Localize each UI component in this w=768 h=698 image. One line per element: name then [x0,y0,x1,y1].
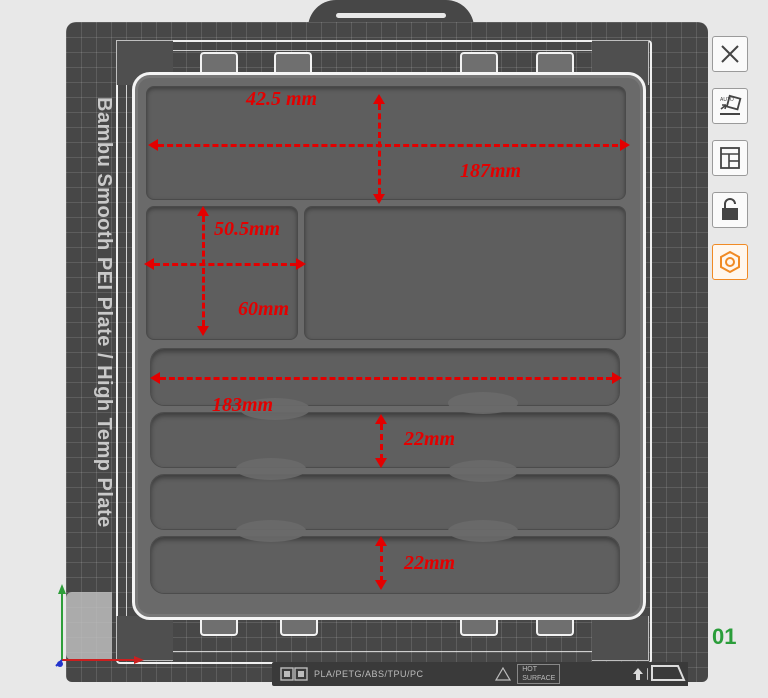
dimension-line-60 [154,263,296,266]
finger-scoop [236,520,306,542]
dimension-label-top-height: 42.5 mm [246,88,318,110]
dimension-arrow-left [148,139,158,151]
arrange-layout-icon [720,147,740,169]
close-plate-button[interactable] [712,36,748,72]
plate-info-bar-end [648,662,688,686]
dimension-arrow-right [612,372,622,384]
dimension-arrow-down [375,580,387,590]
dimension-line-50-5 [202,216,205,326]
lock-icon [722,198,738,220]
plate-notch-icon [651,665,686,681]
dimension-arrow-down [197,326,209,336]
plate-info-bar: PLA/PETG/ABS/TPU/PC HOT SURFACE [272,662,688,686]
dimension-label-slot-height-1: 22mm [404,428,456,450]
finger-scoop [448,520,518,542]
dimension-arrow-up [375,536,387,546]
plate-number[interactable]: 01 [712,624,737,649]
tray-top-compartment [146,86,626,200]
hot-surface-line1: HOT [522,666,538,673]
dimension-line-42-5 [378,104,381,194]
tray-left-compartment [146,206,298,340]
dimension-arrow-left [150,372,160,384]
dimension-line-187 [158,144,618,147]
dimension-arrow-right [296,258,306,270]
dimension-label-long-width: 183mm [212,394,274,416]
plate-handle-slot [336,13,446,18]
finger-scoop [448,460,518,482]
warning-triangle-icon [495,667,512,681]
dimension-label-slot-height-2: 22mm [404,552,456,574]
dimension-label-top-width: 187mm [460,160,522,182]
finger-scoop [448,392,518,414]
plate-settings-icon [720,250,740,274]
plate-corner-marker [116,616,173,661]
tray-long-slot [150,474,620,530]
finger-scoop [236,458,306,480]
plate-corner-marker [592,616,649,661]
axis-gizmo [55,584,144,667]
dimension-arrow-up [373,94,385,104]
plate-origin-area [66,592,112,660]
dimension-line-183 [160,377,612,380]
hot-surface-warning: HOT SURFACE [517,664,561,684]
dimension-label-mid-height: 50.5mm [214,218,281,240]
hot-surface-line2: SURFACE [522,675,556,682]
plate-type-label: Bambu Smooth PEI Plate / High Temp Plate [93,97,115,528]
dimension-arrow-right [620,139,630,151]
dimension-arrow-left [144,258,154,270]
dimension-arrow-up [375,414,387,424]
auto-orient-icon: AUTO [720,94,742,115]
lock-plate-button[interactable] [712,192,748,228]
dimension-line-22 [380,424,383,460]
supported-filaments-text: PLA/PETG/ABS/TPU/PC [314,669,424,679]
origin-dot [57,661,63,667]
auto-orient-button[interactable]: AUTO [712,88,748,124]
auto-orient-text: AUTO [720,97,734,103]
finger-scoop [240,398,310,420]
bambu-logo-icon [280,667,308,681]
dimension-arrow-down [375,458,387,468]
tray-right-compartment [304,206,626,340]
arrange-button[interactable] [712,140,748,176]
dimension-arrow-up [197,206,209,216]
x-axis-arrow [134,656,144,664]
dimension-label-mid-width: 60mm [238,298,290,320]
dimension-arrow-down [373,194,385,204]
y-axis-arrow [58,584,66,594]
close-icon [721,45,739,63]
plate-settings-button[interactable] [712,244,748,280]
dimension-line-22 [380,546,383,582]
